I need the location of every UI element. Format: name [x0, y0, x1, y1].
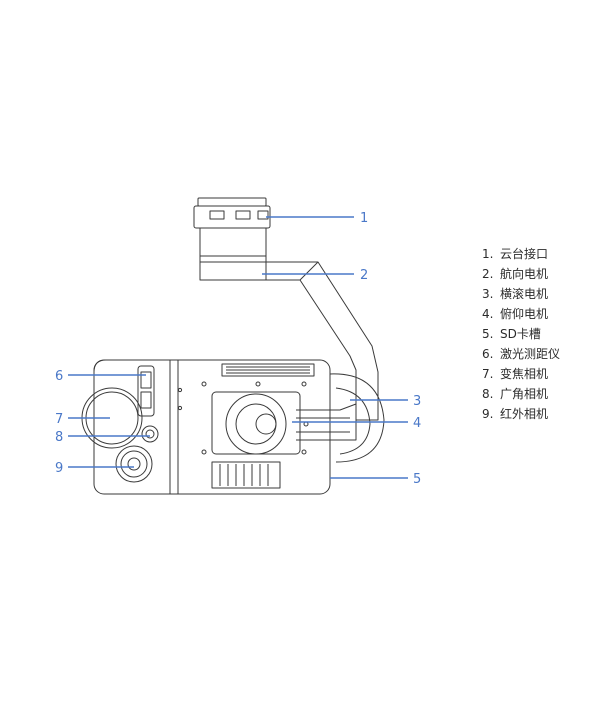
callout-7: 7: [55, 412, 63, 427]
legend-item: 1.云台接口: [482, 247, 549, 261]
legend-item: 9.红外相机: [482, 407, 549, 421]
callout-5: 5: [413, 472, 421, 487]
leader-lines: [68, 216, 408, 479]
legend-item: 4.俯仰电机: [482, 307, 549, 321]
legend-item: 5.SD卡槽: [482, 327, 541, 341]
callout-8: 8: [55, 430, 63, 445]
legend-item: 7.变焦相机: [482, 367, 549, 381]
callout-6: 6: [55, 369, 63, 384]
legend-item: 2.航向电机: [482, 267, 549, 281]
legend-item: 3.横滚电机: [482, 287, 549, 301]
gimbal-line-drawing: [81, 197, 385, 495]
callout-1: 1: [360, 211, 368, 226]
component-legend: 1.云台接口 2.航向电机 3.横滚电机 4.俯仰电机 5.SD卡槽 6.激光测…: [482, 244, 560, 424]
callout-4: 4: [413, 416, 421, 431]
callout-3: 3: [413, 394, 421, 409]
callout-numbers: 1 2 3 4 5 6 7 8 9: [55, 211, 421, 487]
legend-item: 6.激光测距仪: [482, 347, 561, 361]
legend-item: 8.广角相机: [482, 387, 549, 401]
callout-2: 2: [360, 268, 368, 283]
callout-9: 9: [55, 461, 63, 476]
